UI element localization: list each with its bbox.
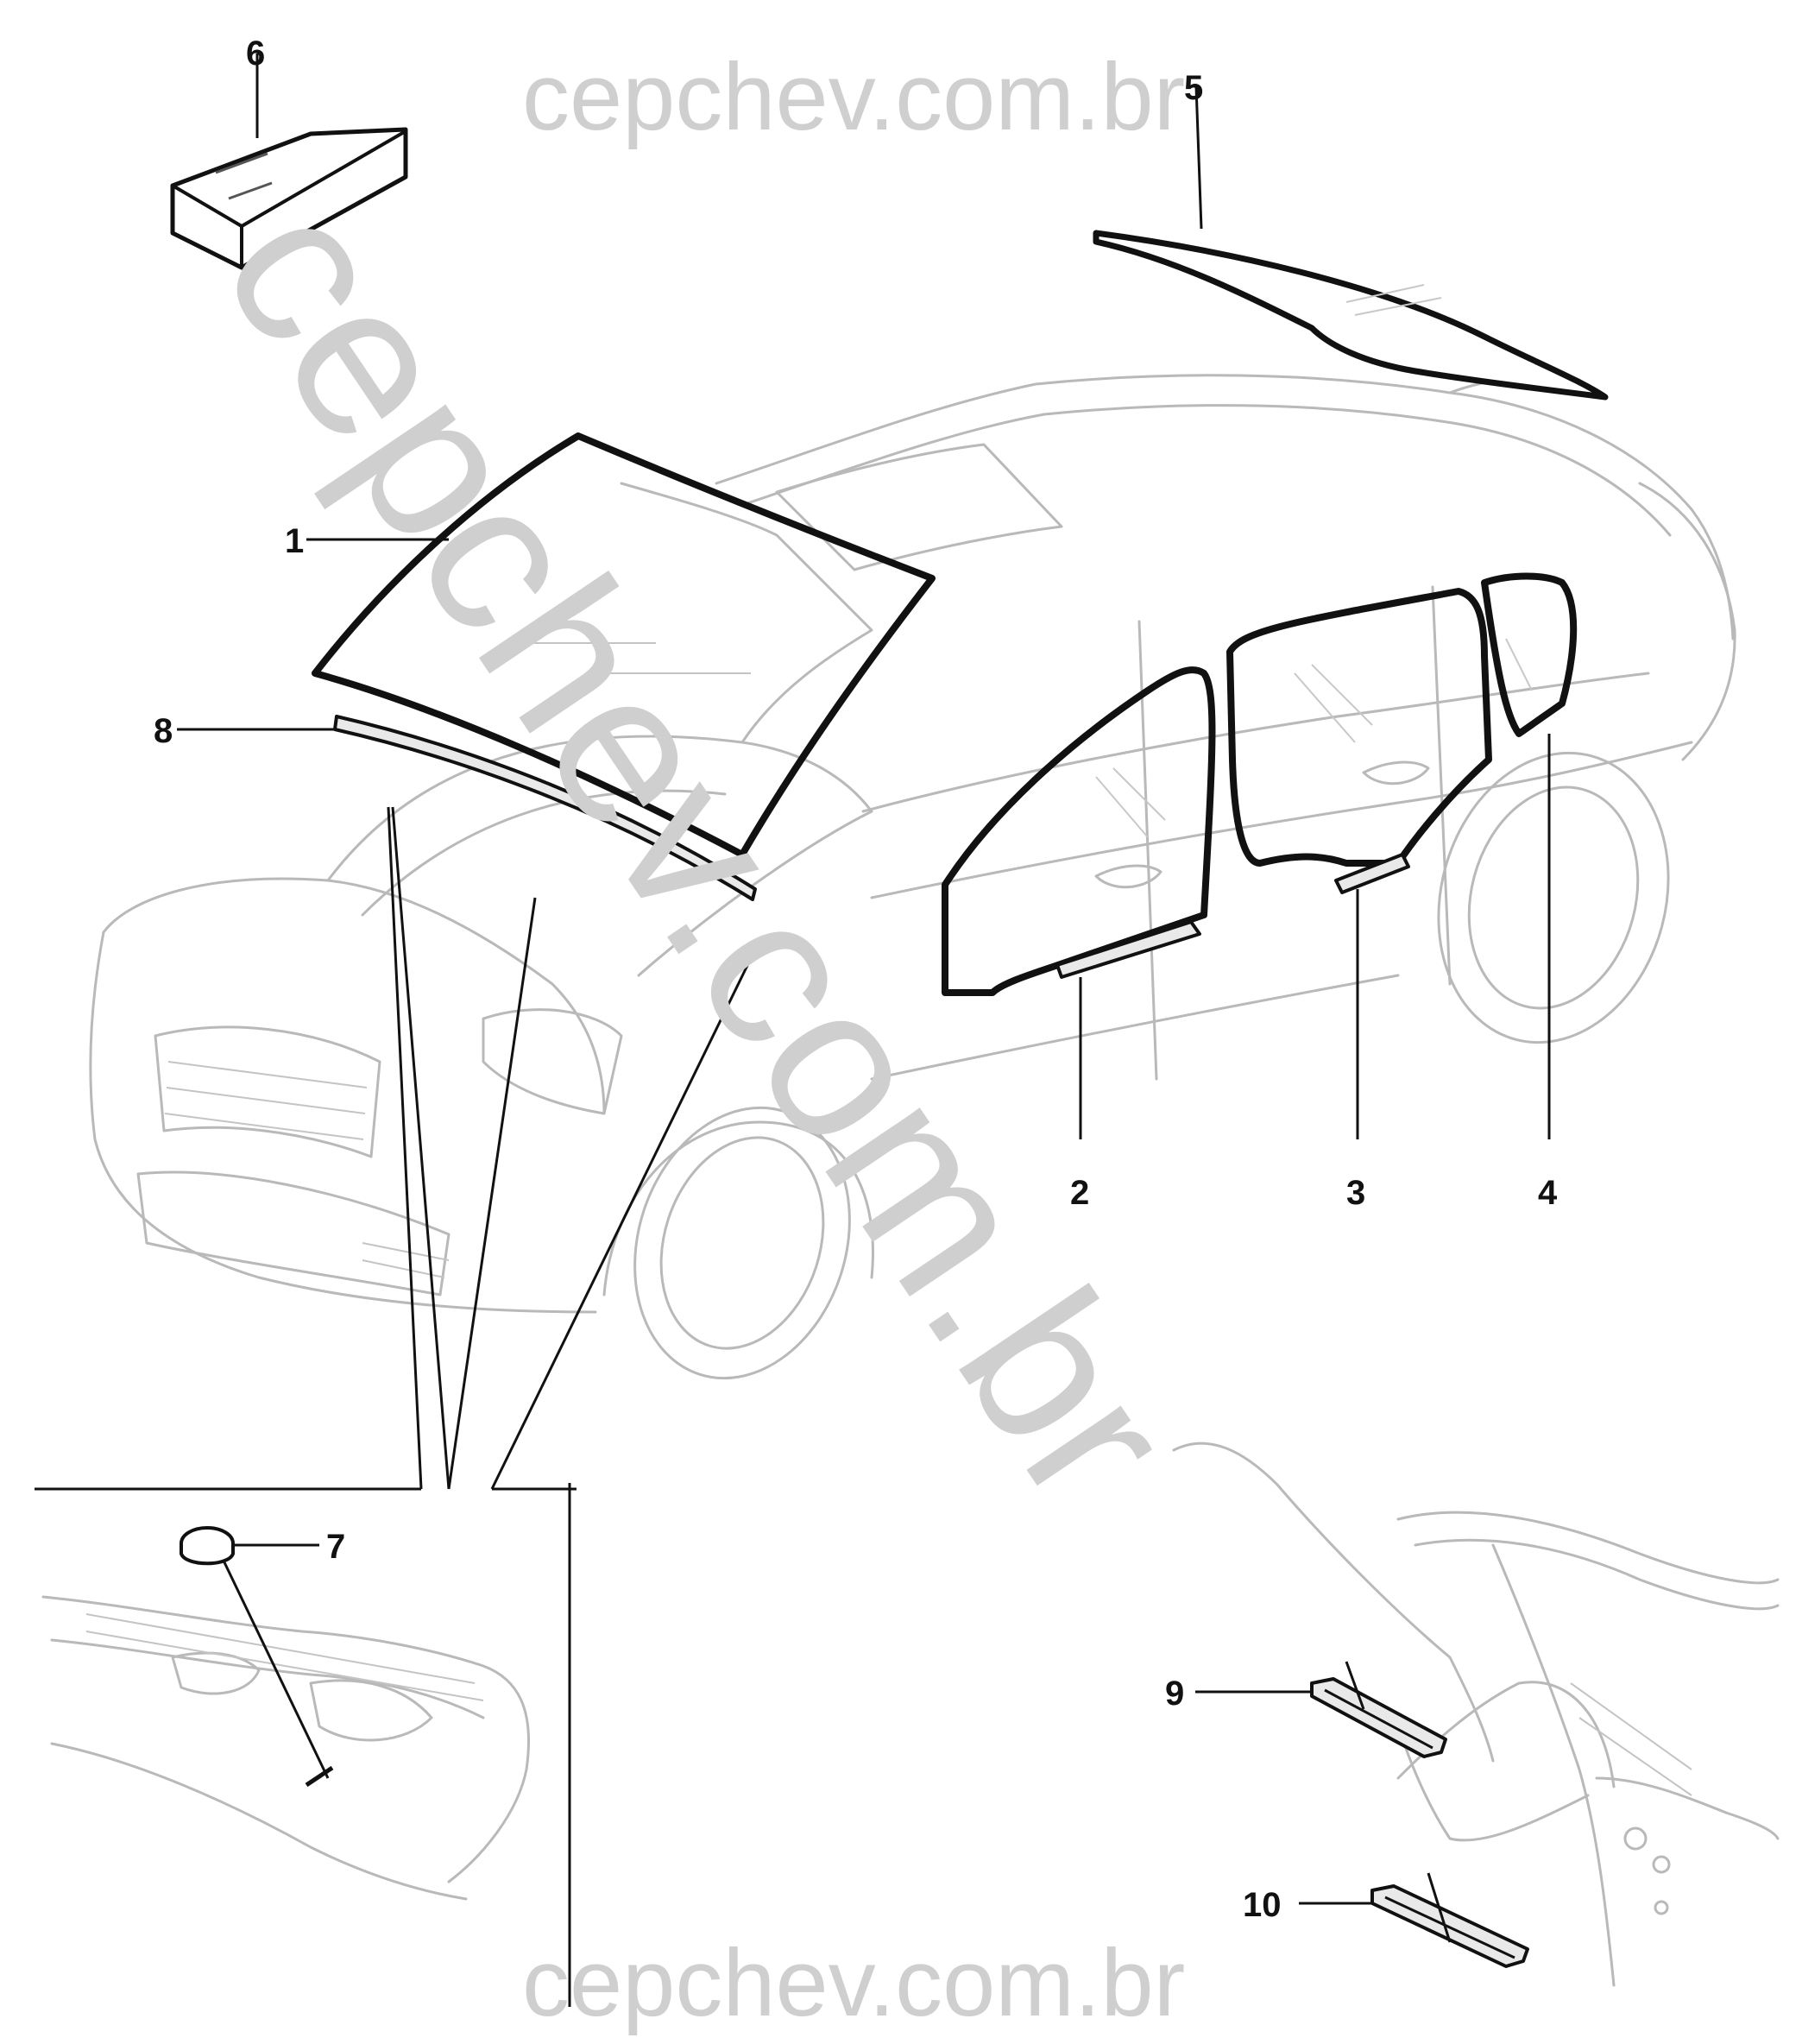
inset-door-detail — [1172, 1442, 1780, 1987]
callout-8: 8 — [154, 712, 173, 750]
part-8-molding-strip — [333, 715, 757, 901]
callout-labels: 6 5 1 8 2 3 4 7 9 10 — [154, 35, 1558, 1924]
part-3-rear-door-glass — [1226, 588, 1492, 894]
part-6-kit-box — [170, 127, 408, 270]
callout-10: 10 — [1243, 1886, 1282, 1924]
callout-3: 3 — [1346, 1174, 1365, 1212]
callout-6: 6 — [246, 35, 265, 73]
inset-frame — [35, 1483, 577, 2007]
watermark-bottom: cepchev.com.br — [522, 1930, 1185, 2036]
leader-lines — [177, 54, 1551, 1490]
callout-7: 7 — [326, 1528, 345, 1566]
part-4-quarter-glass — [1481, 572, 1578, 737]
callout-1: 1 — [285, 522, 304, 560]
part-2-front-door-glass — [942, 666, 1216, 996]
callout-5: 5 — [1184, 69, 1203, 107]
callout-2: 2 — [1070, 1174, 1089, 1212]
inset-cowl-detail — [41, 1526, 531, 1901]
callout-4: 4 — [1538, 1174, 1558, 1212]
watermark-diagonal: cepchev.com.br — [178, 159, 1220, 1543]
part-5-rear-window — [1093, 230, 1609, 401]
part-1-windshield — [312, 432, 936, 858]
callout-9: 9 — [1165, 1675, 1184, 1713]
watermark-top: cepchev.com.br — [522, 44, 1185, 150]
